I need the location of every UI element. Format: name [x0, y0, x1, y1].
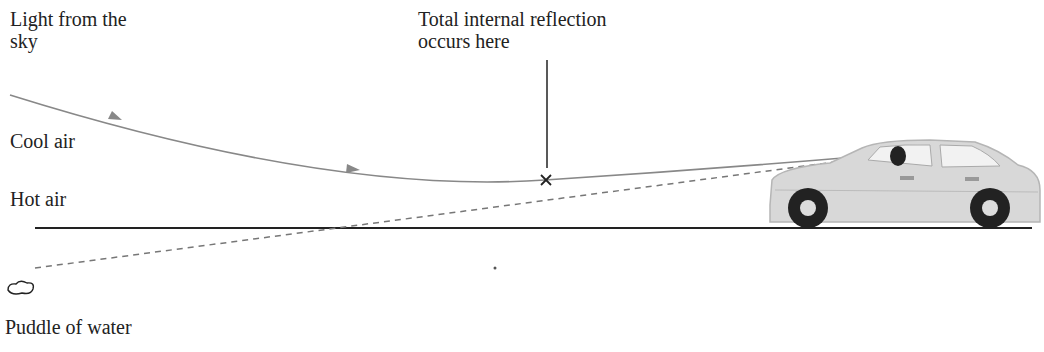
light-ray	[10, 95, 855, 182]
leader-line	[546, 60, 548, 168]
text-label: Cool air	[10, 130, 170, 152]
text-label: Total internal reflection occurs here	[418, 8, 623, 52]
text-label: Puddle of water	[5, 316, 205, 338]
apparent-ray	[35, 160, 850, 268]
dot	[494, 267, 497, 270]
text-label: Hot air	[10, 188, 170, 210]
car	[770, 140, 1040, 228]
ground-line	[35, 227, 1032, 229]
ray-arrowhead	[108, 111, 122, 120]
puddle-icon	[8, 281, 33, 294]
reflection-mark	[541, 175, 551, 185]
text-label: Light from the sky	[10, 8, 135, 52]
ray-arrowhead	[346, 164, 360, 173]
